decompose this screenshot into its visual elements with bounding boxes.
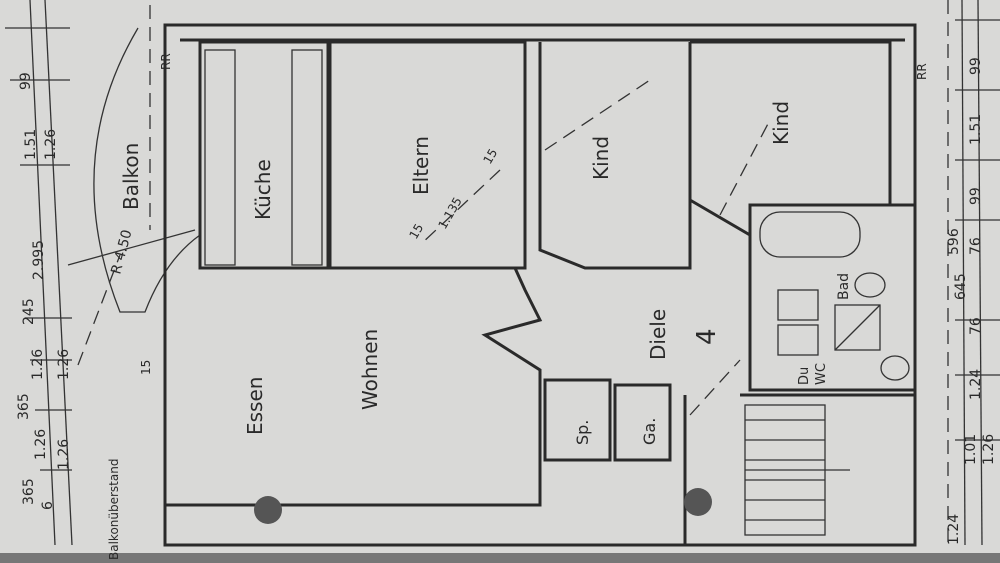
dimension-label: 1.51 xyxy=(968,114,984,145)
dimension-label: 1.26 xyxy=(33,429,49,460)
bath-fixtures xyxy=(759,211,910,381)
dimension-lines-left xyxy=(5,0,73,546)
rr-label-left: RR xyxy=(159,53,173,70)
dimension-label: 1.51 xyxy=(23,129,39,160)
dimension-label: 1.01 xyxy=(963,434,979,465)
dimension-label: 1.26 xyxy=(981,434,997,465)
dimension-label: 76 xyxy=(968,237,984,255)
walls xyxy=(163,23,917,547)
room-label-essen: Essen xyxy=(243,377,267,435)
room-label-kind-1: Kind xyxy=(589,136,613,180)
dimension-label: 1.26 xyxy=(56,349,72,380)
dimension-label: 245 xyxy=(21,298,37,325)
punch-hole xyxy=(684,488,712,516)
dimension-label: 365 xyxy=(21,478,37,505)
dimension-label: 2.995 xyxy=(31,240,47,280)
balcony xyxy=(67,5,201,366)
balcony-radius: R 4.50 xyxy=(108,228,135,276)
dimension-lines-right xyxy=(947,0,1000,546)
dimension-label: 1.26 xyxy=(56,439,72,470)
room-label-kueche: Küche xyxy=(251,159,275,220)
dimension-label: 365 xyxy=(16,393,32,420)
room-label-wc: WC xyxy=(814,363,829,385)
room-label-balkon: Balkon xyxy=(119,143,143,210)
punch-hole xyxy=(254,496,282,524)
unit-number: 4 xyxy=(692,328,722,345)
dimension-label: 1.24 xyxy=(946,514,962,545)
room-label-garderobe: Ga. xyxy=(640,418,659,445)
page-edge xyxy=(0,553,1000,563)
door-width-label: 1.135 xyxy=(435,195,464,232)
dimension-label: 99 xyxy=(968,187,984,205)
room-label-speisekammer: Sp. xyxy=(573,420,592,445)
dimension-label: 596 xyxy=(946,228,962,255)
room-label-eltern: Eltern xyxy=(409,136,433,195)
dimension-label: 6 xyxy=(40,501,56,510)
staircase xyxy=(744,404,850,536)
dimension-label: 1.24 xyxy=(968,369,984,400)
room-label-dusche: Du xyxy=(797,367,812,385)
door-offset-label: 15 xyxy=(406,221,426,241)
door-swings xyxy=(419,79,771,416)
dimension-label: 99 xyxy=(968,57,984,75)
dimension-label: 1.26 xyxy=(43,129,59,160)
dimension-label: 99 xyxy=(18,72,34,90)
rr-label-right: RR xyxy=(915,63,929,80)
room-label-wohnen: Wohnen xyxy=(358,329,382,410)
room-label-kind-2: Kind xyxy=(769,101,793,145)
room-label-bad: Bad xyxy=(836,273,852,300)
door-offset-label: 15 xyxy=(480,146,500,166)
room-label-diele: Diele xyxy=(646,309,670,360)
balcony-offset-label: 15 xyxy=(139,360,153,375)
dimension-label: 76 xyxy=(968,317,984,335)
balcony-overhang-label: Balkonüberstand xyxy=(107,459,121,560)
dimension-label: 645 xyxy=(953,273,969,300)
dimension-label: 1.26 xyxy=(30,349,46,380)
